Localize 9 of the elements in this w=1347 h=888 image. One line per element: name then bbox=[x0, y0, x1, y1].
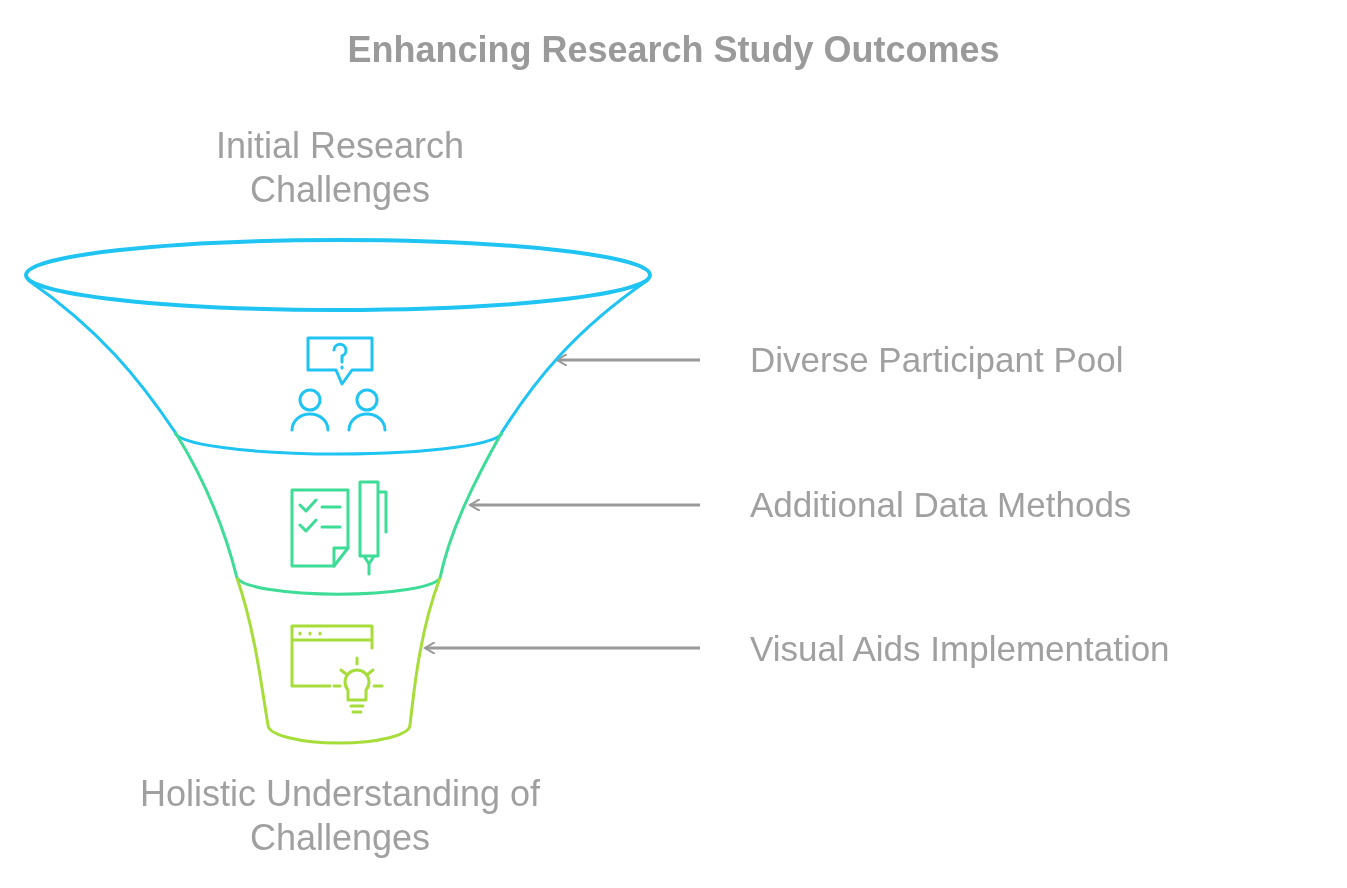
stage-label: Diverse Participant Pool bbox=[750, 338, 1124, 382]
stage-label: Visual Aids Implementation bbox=[750, 627, 1170, 671]
arrow bbox=[424, 641, 700, 655]
arrow bbox=[556, 353, 700, 367]
title: Enhancing Research Study Outcomes bbox=[346, 28, 1001, 72]
stage-label: Additional Data Methods bbox=[750, 483, 1132, 527]
stage-label: Initial Research Challenges bbox=[214, 124, 466, 212]
arrow bbox=[469, 498, 700, 512]
stage-label: Holistic Understanding of Challenges bbox=[138, 772, 542, 860]
